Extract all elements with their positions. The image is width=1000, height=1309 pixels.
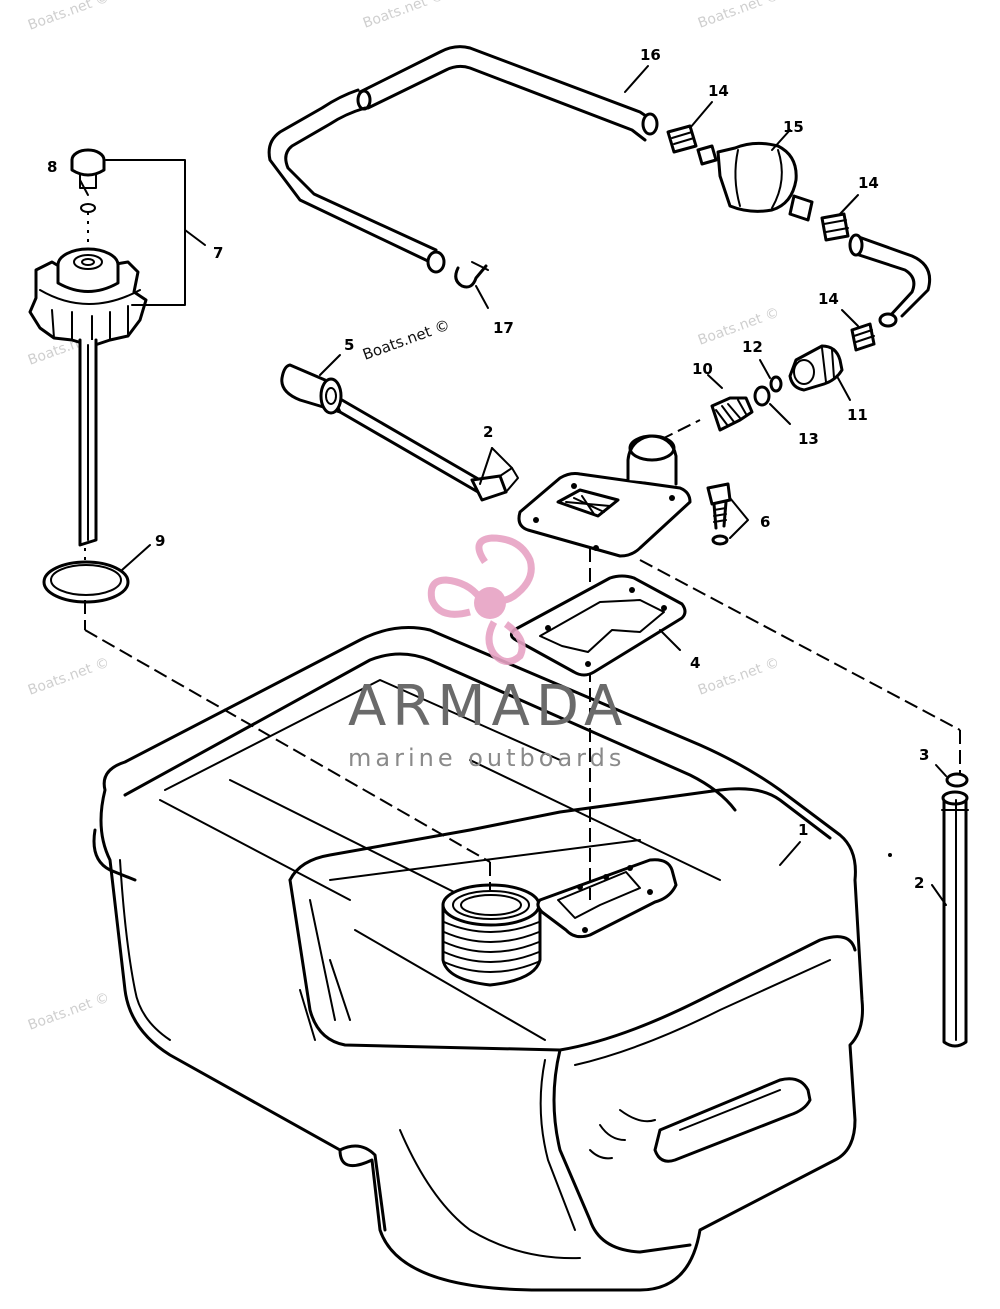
fuel-hose-assembly	[267, 45, 932, 352]
watermark-text: Boats.net ©	[696, 305, 782, 349]
callout-6: 6	[760, 513, 770, 531]
watermark-text: Boats.net ©	[361, 0, 447, 32]
callout-16: 16	[640, 46, 661, 64]
callout-14-upper: 14	[708, 82, 729, 100]
callout-15: 15	[783, 118, 804, 136]
watermark-text: Boats.net ©	[360, 316, 452, 364]
callout-10: 10	[692, 360, 713, 378]
fuel-fittings	[707, 344, 851, 432]
callout-14-mid: 14	[858, 174, 879, 192]
callout-7: 7	[213, 244, 223, 262]
callout-3: 3	[919, 746, 929, 764]
propeller-icon	[427, 534, 535, 665]
watermark-text: Boats.net ©	[26, 0, 112, 34]
fuel-pickup-unit	[280, 354, 692, 558]
callout-11: 11	[847, 406, 868, 424]
brand-logo: ARMADA marine outboards	[348, 534, 628, 772]
o-ring-seal	[42, 544, 151, 604]
watermark-text: Boats.net ©	[696, 655, 782, 699]
part-callouts: 1 2 2 3 4 5 6 7 8 9 10 11 12 13 14 14 14…	[47, 46, 929, 892]
callout-14-lower: 14	[818, 290, 839, 308]
callout-17: 17	[493, 319, 514, 337]
tank-mount-plate	[536, 858, 678, 939]
brand-name: ARMADA	[348, 674, 628, 739]
pickup-tube	[888, 764, 969, 1048]
callout-5: 5	[344, 336, 354, 354]
callout-4: 4	[690, 654, 700, 672]
callout-9: 9	[155, 532, 165, 550]
callout-2-side: 2	[914, 874, 924, 892]
assembly-lines	[84, 419, 961, 900]
callout-1: 1	[798, 821, 808, 839]
callout-2: 2	[483, 423, 493, 441]
tank-filler-neck	[441, 883, 542, 987]
callout-13: 13	[798, 430, 819, 448]
brand-tagline: marine outboards	[348, 744, 625, 772]
callout-8: 8	[47, 158, 57, 176]
fuel-cap-assembly	[28, 148, 206, 547]
watermark-text: Boats.net ©	[696, 0, 782, 32]
mounting-screw	[706, 482, 749, 546]
watermark-text: Boats.net ©	[26, 655, 112, 699]
gasket	[509, 574, 687, 677]
watermark-text: Boats.net ©	[26, 990, 112, 1034]
callout-12: 12	[742, 338, 763, 356]
